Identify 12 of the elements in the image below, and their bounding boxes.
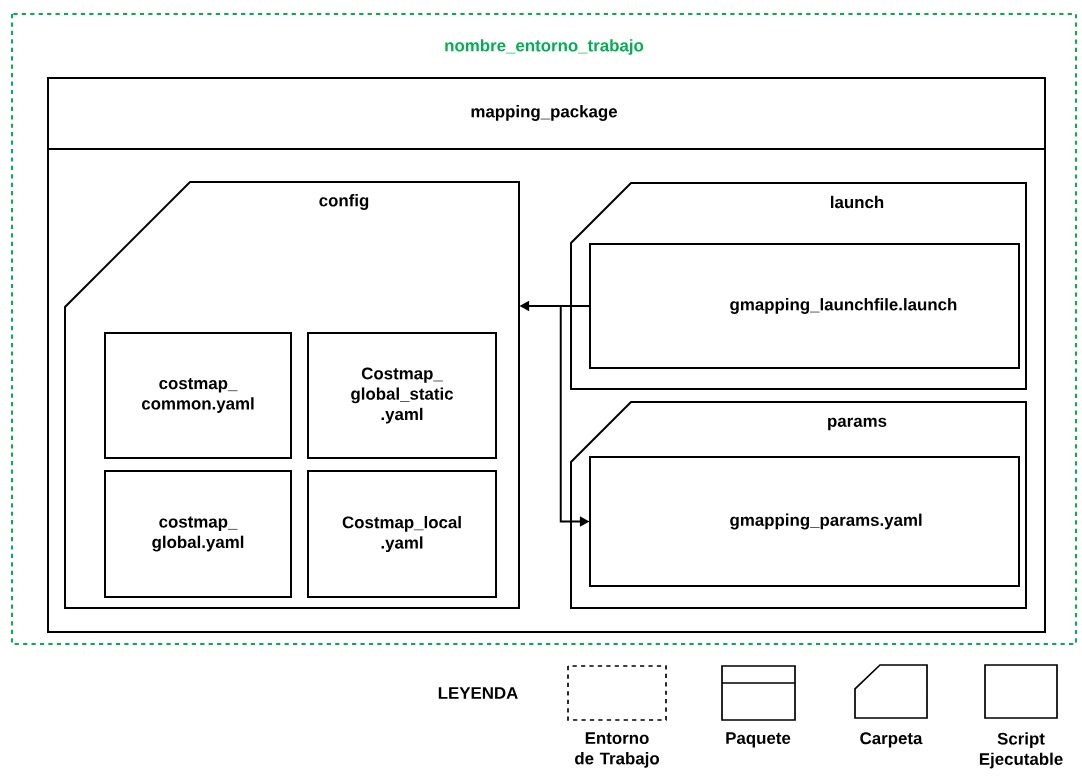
arrow [559,305,591,527]
file-box: costmap_ global.yaml [104,470,292,598]
legend-text: Entorno de Trabajo [575,732,659,768]
legend-text: Carpeta [860,732,923,748]
file-box: gmapping_params.yaml [589,456,1020,587]
legend-text: Paquete [726,732,791,748]
file-box: Costmap_local .yaml [307,470,497,598]
file-box: Costmap_ global_static .yaml [307,332,497,459]
legend-heading: LEYENDA [438,687,518,699]
legend-text: Script Ejecutable [979,732,1063,769]
file-box: gmapping_launchfile.launch [589,243,1020,369]
file-box: costmap_ common.yaml [104,332,292,459]
